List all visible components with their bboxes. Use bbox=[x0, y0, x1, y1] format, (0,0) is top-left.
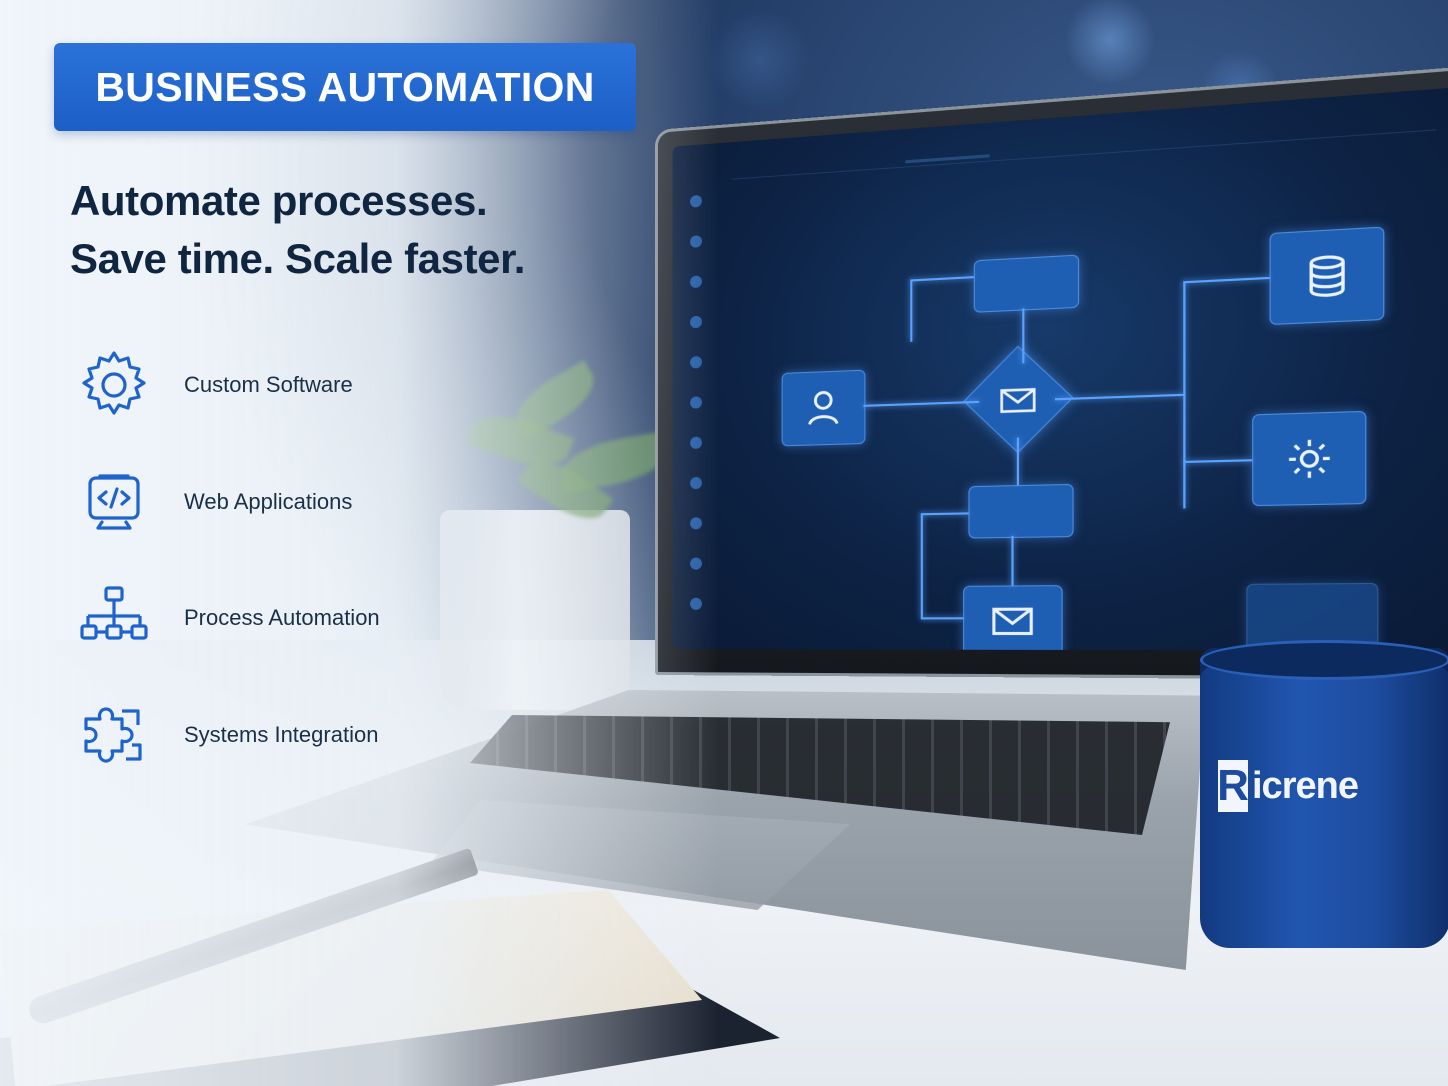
headline-line-2: Save time. Scale faster. bbox=[70, 235, 526, 282]
database-node bbox=[1269, 226, 1385, 326]
flowchart-icon bbox=[74, 578, 154, 658]
feature-item-systems-integration: Systems Integration bbox=[74, 695, 454, 775]
envelope-icon bbox=[988, 597, 1038, 646]
connector bbox=[1183, 281, 1186, 509]
connector bbox=[1183, 459, 1253, 464]
badge-text: BUSINESS AUTOMATION bbox=[95, 63, 595, 110]
connector bbox=[920, 512, 969, 516]
process-node-top bbox=[973, 254, 1080, 313]
mug-logo-name: icrene bbox=[1252, 764, 1359, 807]
mug-logo: R icrene bbox=[1217, 760, 1359, 812]
feature-item-custom-software: Custom Software bbox=[74, 345, 454, 425]
user-node bbox=[781, 369, 866, 447]
code-icon bbox=[74, 462, 154, 542]
database-icon bbox=[1299, 249, 1353, 303]
feature-item-web-applications: Web Applications bbox=[74, 462, 454, 542]
connector bbox=[1022, 308, 1025, 364]
gear-icon bbox=[74, 345, 154, 425]
email-node bbox=[963, 585, 1063, 651]
connector bbox=[910, 276, 974, 282]
mug-logo-initial: R bbox=[1217, 760, 1249, 812]
feature-label: Process Automation bbox=[184, 605, 380, 630]
laptop-lid bbox=[655, 64, 1448, 681]
connector bbox=[1183, 276, 1270, 284]
user-icon bbox=[800, 384, 847, 433]
category-badge: BUSINESS AUTOMATION bbox=[54, 43, 636, 131]
mail-icon bbox=[996, 379, 1039, 423]
connector bbox=[1011, 535, 1014, 586]
connector bbox=[863, 400, 980, 407]
connector bbox=[910, 279, 913, 342]
laptop-screen bbox=[672, 86, 1448, 651]
connector bbox=[920, 513, 923, 618]
puzzle-icon bbox=[74, 695, 154, 775]
feature-item-process-automation: Process Automation bbox=[74, 578, 454, 658]
feature-label: Systems Integration bbox=[184, 722, 379, 747]
process-node-bottom bbox=[968, 483, 1074, 539]
gear-icon bbox=[1282, 433, 1336, 485]
text-backdrop-fade bbox=[0, 0, 720, 1086]
connector bbox=[1054, 393, 1184, 401]
mug-rim bbox=[1200, 640, 1448, 680]
settings-node bbox=[1252, 410, 1367, 507]
connector bbox=[1016, 437, 1019, 486]
connector bbox=[920, 617, 964, 620]
feature-label: Custom Software bbox=[184, 372, 353, 397]
feature-label: Web Applications bbox=[184, 489, 353, 514]
headline: Automate processes. Save time. Scale fas… bbox=[70, 172, 525, 288]
headline-line-1: Automate processes. bbox=[70, 177, 488, 224]
